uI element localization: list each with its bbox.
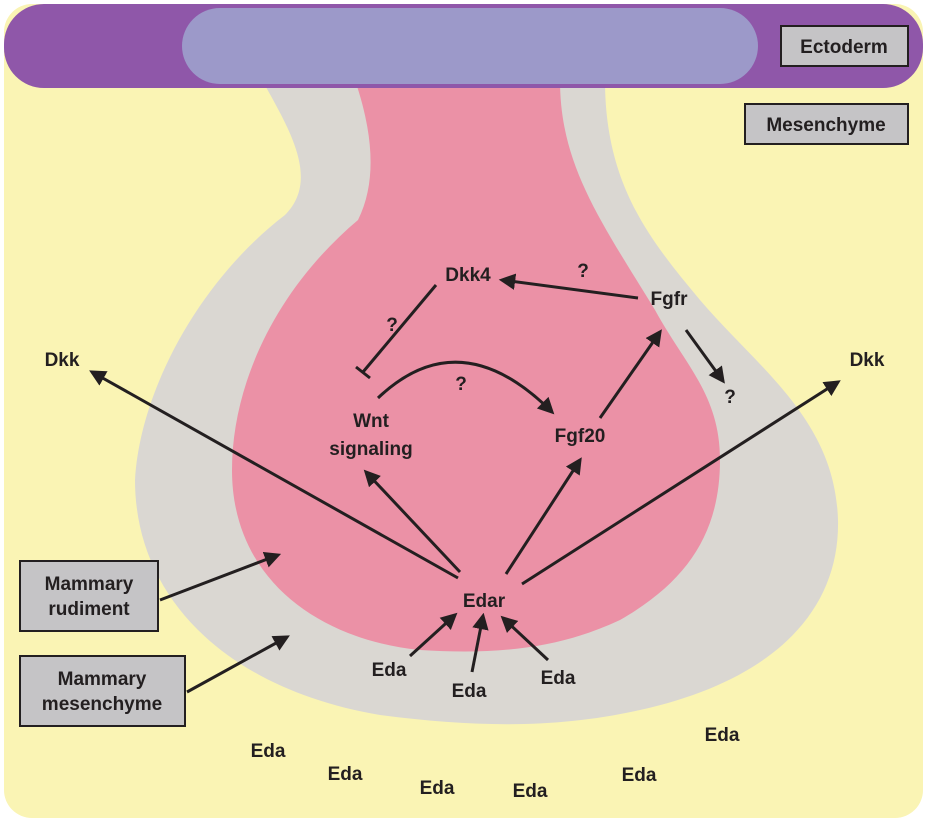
unknown-fgfr-dkk4: ?: [577, 261, 589, 282]
fgf20-label: Fgf20: [555, 426, 606, 447]
eda-label: Eda: [328, 764, 363, 785]
mesenchyme-label: Mesenchyme: [766, 115, 885, 136]
mesenchyme-legend: Mesenchyme: [745, 104, 908, 144]
eda-label: Eda: [452, 681, 487, 702]
dkk-left-label: Dkk: [45, 350, 80, 371]
dkk-right-label: Dkk: [850, 350, 885, 371]
eda-label: Eda: [705, 725, 740, 746]
eda-label: Eda: [622, 765, 657, 786]
unknown-dkk4-wnt: ?: [386, 315, 398, 336]
eda-label: Eda: [251, 741, 286, 762]
eda-label: Eda: [541, 668, 576, 689]
mammary-mesenchyme-legend: Mammary mesenchyme: [20, 656, 185, 726]
eda-label: Eda: [372, 660, 407, 681]
mammary-rudiment-legend: Mammary rudiment: [20, 561, 158, 631]
eda-label: Eda: [420, 778, 455, 799]
rudiment-label-line2: rudiment: [48, 599, 130, 620]
ectoderm-legend: Ectoderm: [781, 26, 908, 66]
ectoderm-label: Ectoderm: [800, 37, 888, 58]
edar-label: Edar: [463, 591, 506, 612]
wnt-label-line1: Wnt: [353, 411, 390, 432]
ectoderm-inner: [182, 8, 758, 84]
mesenchyme-legend-line1: Mammary: [58, 669, 147, 690]
unknown-wnt-fgf20: ?: [455, 374, 467, 395]
dkk4-label: Dkk4: [445, 265, 491, 286]
rudiment-label-line1: Mammary: [45, 574, 134, 595]
wnt-label-line2: signaling: [329, 439, 412, 460]
unknown-fgfr-target: ?: [724, 387, 736, 408]
eda-label: Eda: [513, 781, 548, 802]
fgfr-label: Fgfr: [651, 289, 689, 310]
mesenchyme-legend-line2: mesenchyme: [42, 694, 162, 715]
